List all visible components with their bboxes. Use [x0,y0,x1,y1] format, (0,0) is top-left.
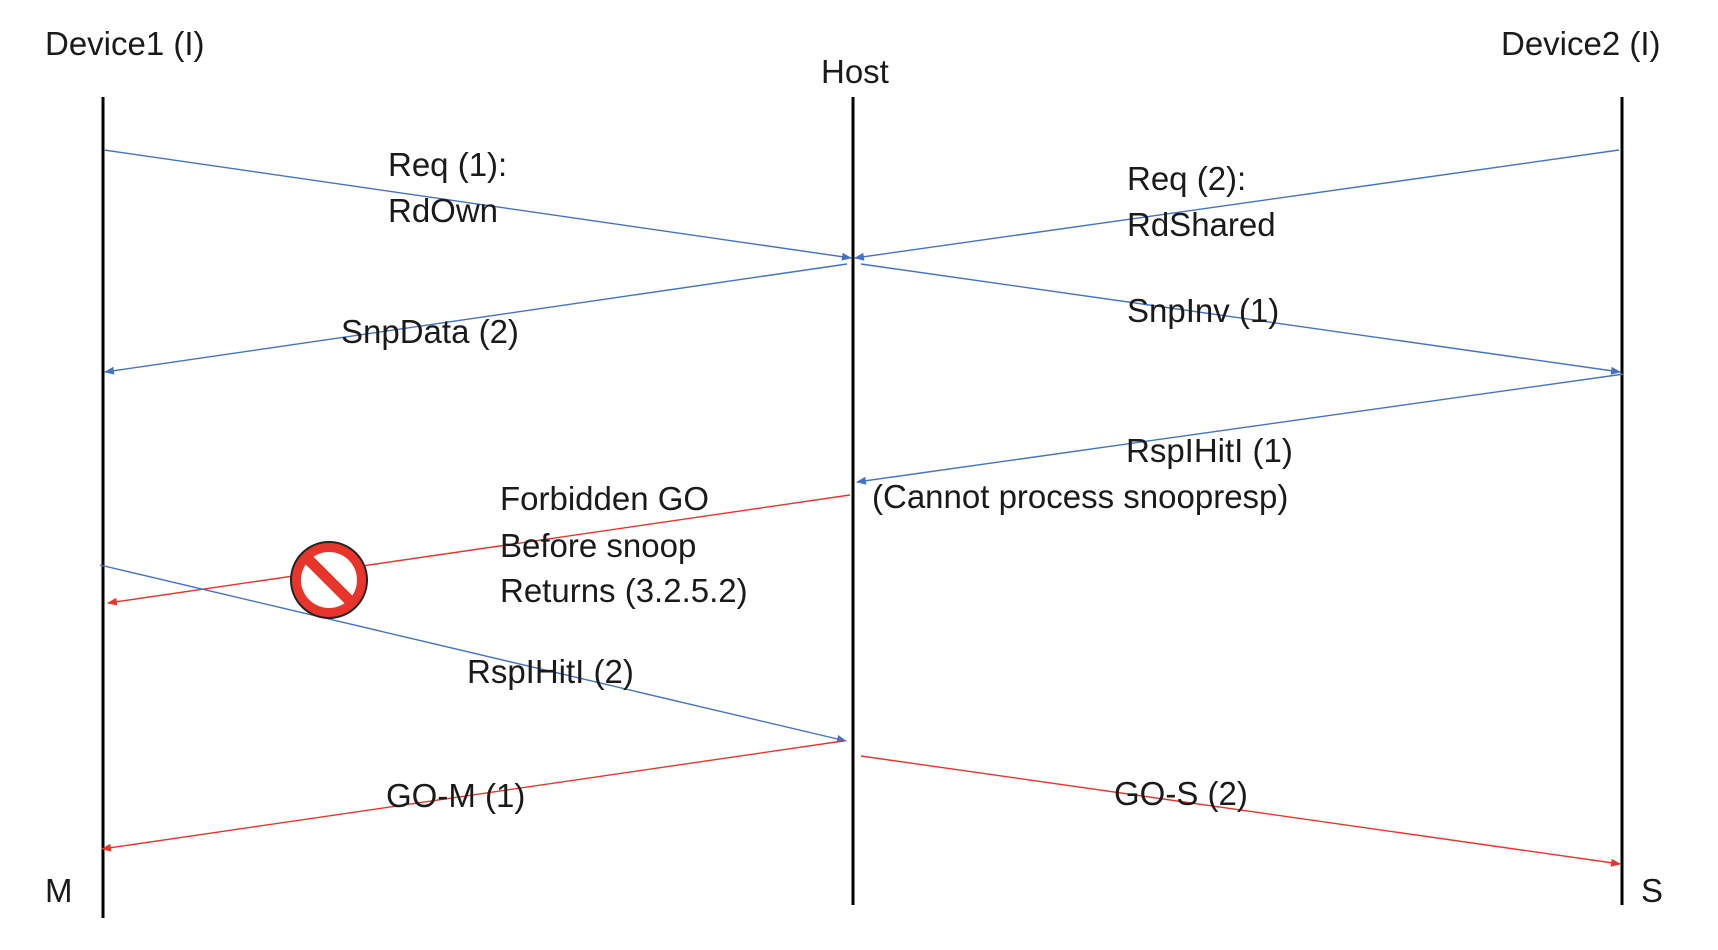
label-snpdata2: SnpData (2) [341,313,519,350]
arrow-req2 [854,149,1620,261]
final-state-device2: S [1641,872,1663,909]
arrow-rspihiti2 [99,564,847,743]
participant-device1: Device1 (I) [45,25,205,62]
arrow-snpdata2 [104,263,848,375]
label-forbidden-go: Forbidden GO Before snoop Returns (3.2.5… [500,480,748,609]
label-rspihiti1: RspIHitI (1) [1126,432,1293,469]
participant-device2: Device2 (I) [1501,25,1661,62]
label-gos2: GO-S (2) [1114,775,1248,812]
arrow-gos2 [860,755,1621,867]
final-state-device1: M [45,872,73,909]
arrow-snpinv1 [860,263,1621,375]
arrow-req1 [103,149,852,261]
label-snpinv1: SnpInv (1) [1127,292,1279,329]
arrow-forbidden-go [107,494,851,606]
label-req2: Req (2): RdShared [1127,160,1276,243]
label-rspihiti1-note: (Cannot process snoopresp) [872,478,1288,515]
label-rspihiti2: RspIHitI (2) [467,653,634,690]
participant-host: Host [821,53,889,90]
label-req1: Req (1): RdOwn [388,146,516,229]
arrow-gom1 [101,740,844,852]
label-gom1: GO-M (1) [386,777,525,814]
prohibited-icon [290,541,368,619]
arrow-rspihiti1 [856,373,1625,485]
